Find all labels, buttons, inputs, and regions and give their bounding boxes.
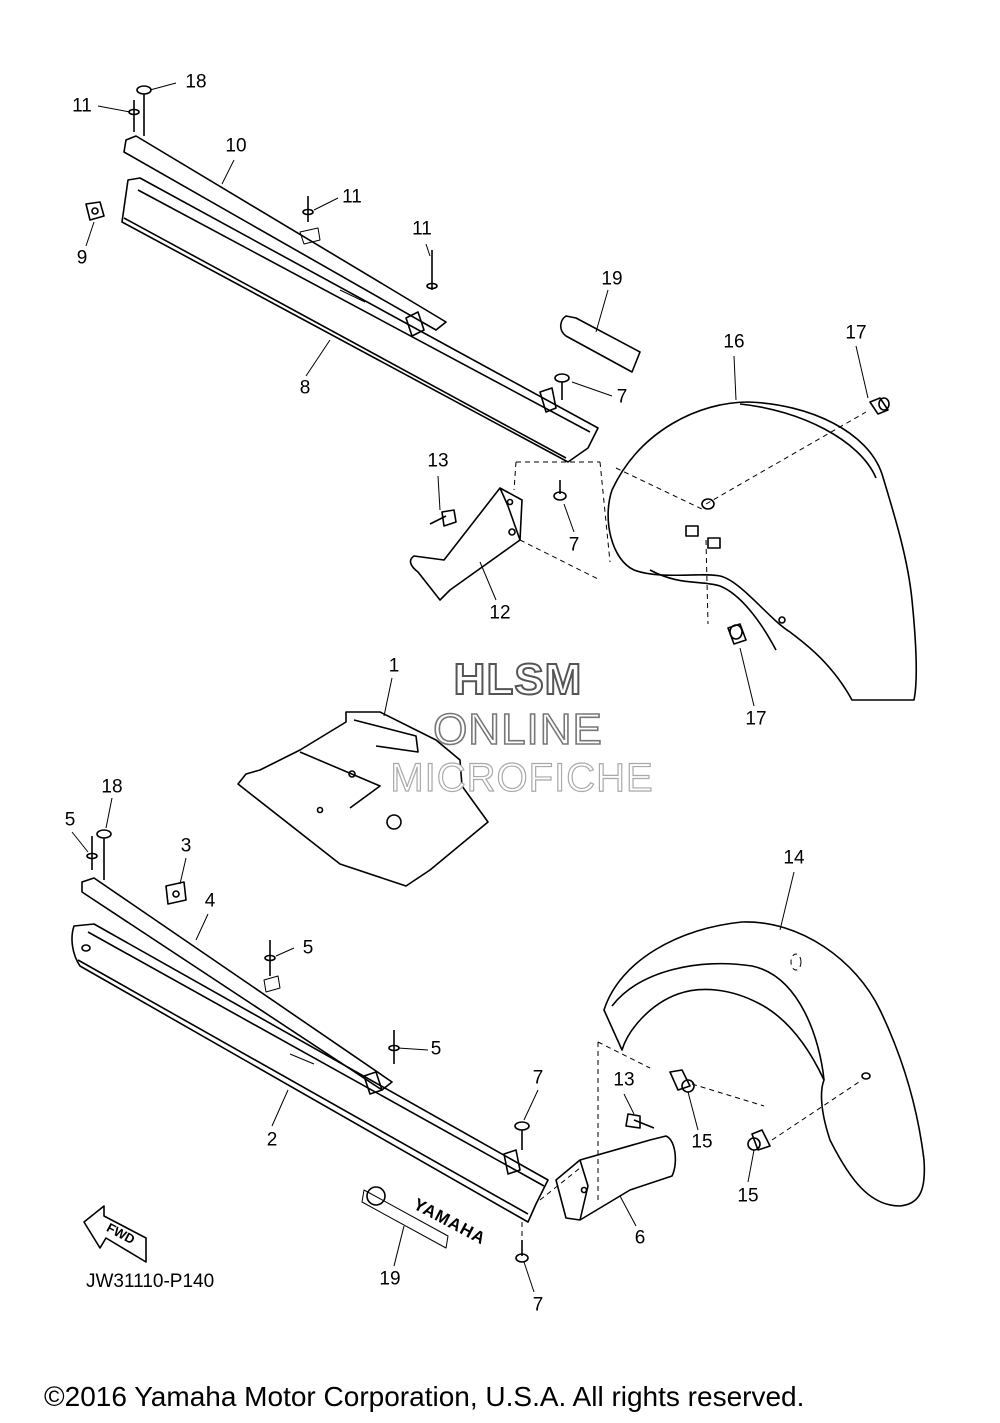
callout-19: 19 (601, 268, 623, 290)
cover-strip-part-10 (123, 135, 447, 331)
callout-18: 18 (185, 71, 207, 93)
floor-panel-part-1 (237, 711, 489, 887)
callout-8: 8 (299, 377, 311, 399)
callout-7: 7 (616, 386, 628, 408)
clip-part-17-upper (727, 397, 890, 645)
callout-11: 11 (72, 95, 92, 117)
bracket-part-6 (555, 1135, 677, 1221)
callout-3: 3 (180, 835, 192, 857)
callout-19: 19 (379, 1268, 401, 1290)
decal-part-19-lower (361, 1186, 449, 1249)
cover-strip-part-4 (81, 877, 393, 1091)
screw-part-7-upper (553, 373, 570, 501)
watermark-line-2: ONLINE (432, 704, 603, 755)
callout-5: 5 (302, 937, 314, 959)
nut-clip-part-9 (85, 201, 105, 221)
callout-7: 7 (568, 534, 580, 556)
copyright-notice: ©2016 Yamaha Motor Corporation, U.S.A. A… (44, 1381, 805, 1412)
callout-17: 17 (745, 708, 767, 730)
lower-side-cover-part-2 (71, 923, 549, 1223)
assembly-lines-upper (513, 411, 867, 625)
callout-13: 13 (613, 1069, 635, 1091)
upper-side-cover-part-8 (121, 177, 599, 463)
callout-5: 5 (430, 1038, 442, 1060)
callout-16: 16 (723, 331, 745, 353)
callout-15: 15 (737, 1185, 759, 1207)
callout-6: 6 (634, 1227, 646, 1249)
callout-11: 11 (412, 218, 432, 240)
watermark-line-3: MICROFICHE (390, 755, 654, 800)
callout-15: 15 (691, 1131, 713, 1153)
callout-1: 1 (388, 655, 400, 677)
screw-part-7-lower (514, 1121, 530, 1263)
clip-part-15 (669, 1069, 771, 1151)
callout-10: 10 (225, 135, 247, 157)
callout-12: 12 (489, 602, 511, 624)
screw-part-11 (128, 100, 438, 290)
screw-part-5 (86, 836, 400, 1064)
callout-11: 11 (342, 186, 362, 208)
forward-arrow-icon (83, 1205, 147, 1263)
callout-14: 14 (783, 847, 805, 869)
bolt-part-13-lower (625, 1113, 655, 1129)
bolt-part-13-upper (429, 509, 457, 527)
rivet-part-18-lower (96, 829, 112, 880)
callout-7: 7 (532, 1067, 544, 1089)
decal-part-19-upper (559, 315, 641, 373)
callout-5: 5 (64, 809, 76, 831)
assembly-lines-lower (521, 1041, 863, 1240)
callout-13: 13 (427, 450, 449, 472)
front-fender-part-14 (603, 921, 926, 1207)
nut-clip-part-3 (165, 881, 187, 905)
watermark-line-1: HLSM (453, 654, 583, 705)
callout-17: 17 (845, 322, 867, 344)
rear-fender-part-16 (607, 401, 917, 701)
callout-4: 4 (204, 890, 216, 912)
callout-9: 9 (76, 247, 88, 269)
callout-2: 2 (266, 1129, 278, 1151)
leader-lines (71, 82, 869, 1293)
callout-18: 18 (101, 776, 123, 798)
diagram-code: JW31110-P140 (86, 1271, 215, 1292)
callout-7: 7 (532, 1294, 544, 1316)
bracket-part-12 (409, 487, 523, 601)
